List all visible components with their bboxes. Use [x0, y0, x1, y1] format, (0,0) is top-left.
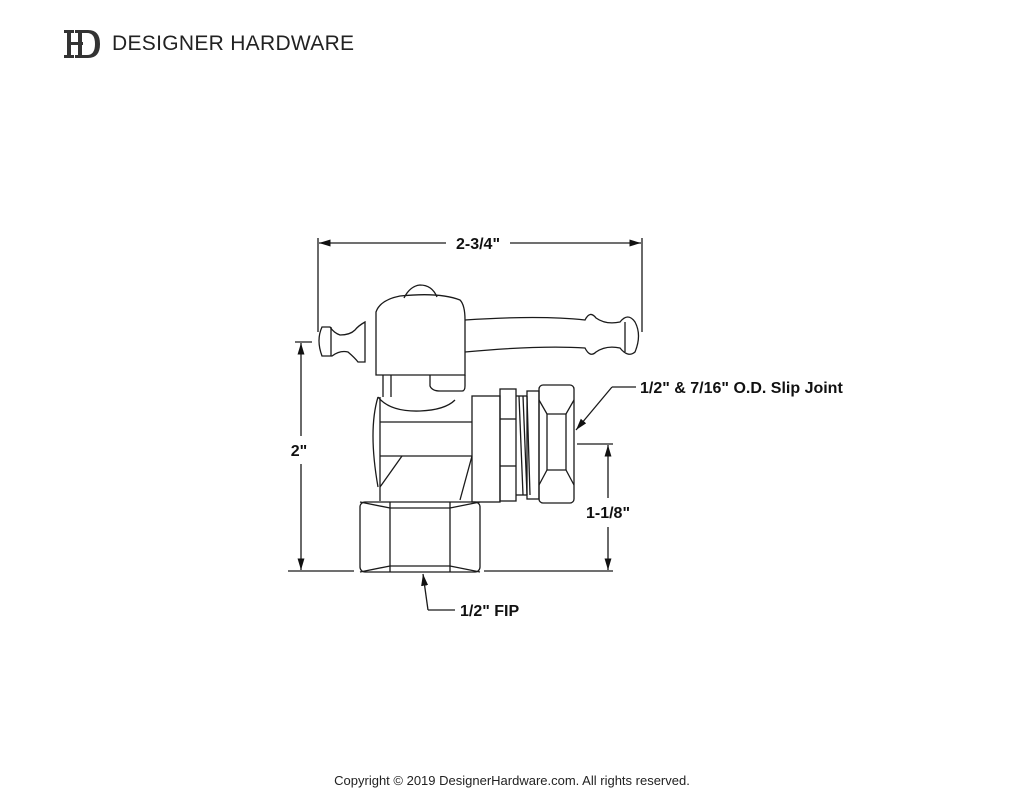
handle-cap	[403, 284, 438, 299]
handle-knob-left	[318, 320, 366, 363]
outlet-height-label: 1-1/8"	[586, 505, 630, 522]
slip-joint-nut	[538, 384, 575, 504]
copyright-notice: Copyright © 2019 DesignerHardware.com. A…	[334, 773, 690, 788]
inlet-callout-label: 1/2" FIP	[460, 603, 519, 620]
brand-name: DESIGNER HARDWARE	[112, 32, 355, 55]
outlet-callout-label: 1/2" & 7/16" O.D. Slip Joint	[640, 380, 843, 397]
height-dimension-label: 2"	[291, 443, 307, 460]
handle-lever	[464, 313, 640, 355]
brand-header: DESIGNER HARDWARE	[62, 28, 354, 60]
handle-hub	[375, 294, 466, 376]
inlet-hex-nut	[359, 501, 481, 573]
width-dimension-label: 2-3/4"	[456, 236, 500, 253]
dh-monogram-icon	[64, 30, 100, 58]
